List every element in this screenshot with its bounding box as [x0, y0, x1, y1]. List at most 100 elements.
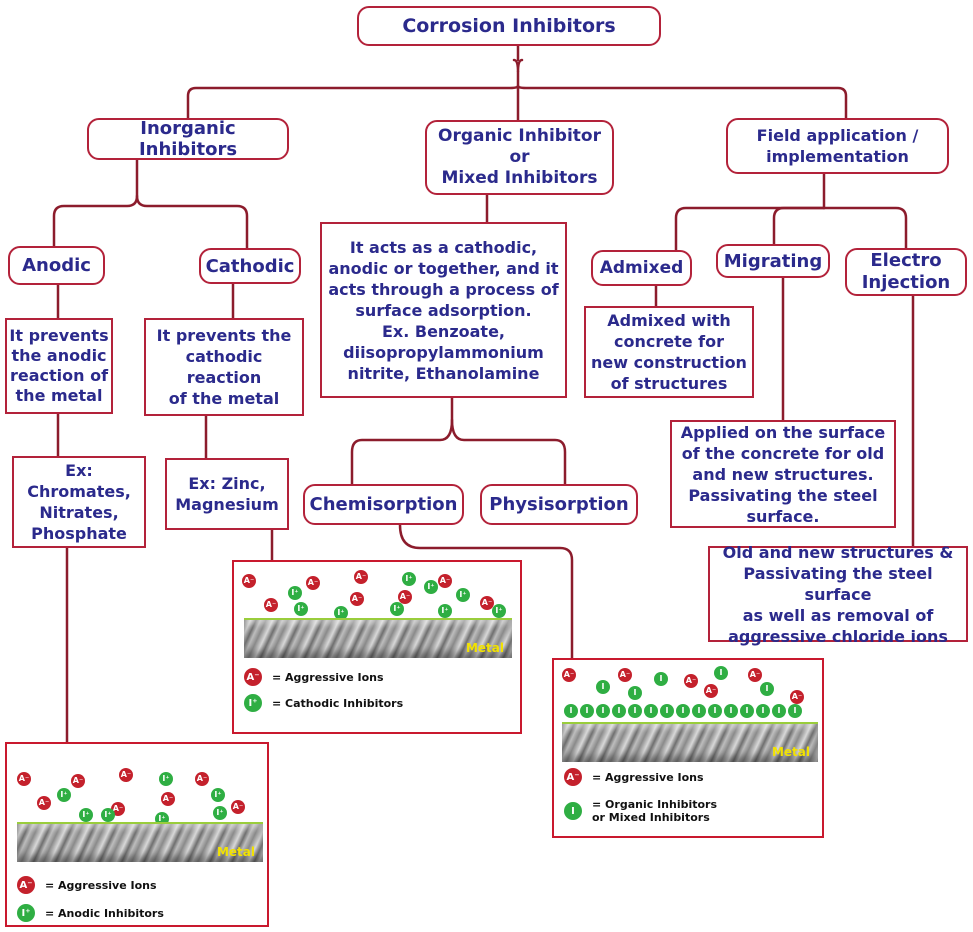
metal-bar: Metal	[244, 618, 512, 658]
legend-aggressive: A⁻ = Aggressive Ions	[17, 876, 157, 894]
inhibitor-ion: I⁺	[57, 788, 71, 802]
legend-inhibitor: I = Organic Inhibitors or Mixed Inhibito…	[564, 798, 717, 824]
aggressive-ion-icon: A⁻	[564, 768, 582, 786]
aggressive-ion: A⁻	[71, 774, 85, 788]
inhibitor-ion: I	[692, 704, 706, 718]
migrating-description-box: Applied on the surface of the concrete f…	[670, 420, 896, 528]
metal-bar: Metal	[562, 722, 818, 762]
aggressive-ion: A⁻	[17, 772, 31, 786]
aggressive-ion: A⁻	[354, 570, 368, 584]
inhibitor-ion: I⁺	[438, 604, 452, 618]
anodic-box: Anodic	[8, 246, 105, 285]
inhibitor-ion: I	[564, 704, 578, 718]
admixed-description-box: Admixed with concrete for new constructi…	[584, 306, 754, 398]
metal-label: Metal	[465, 641, 504, 655]
inhibitor-ion: I⁺	[334, 606, 348, 620]
inhibitor-ion: I	[708, 704, 722, 718]
inhibitor-ion: I	[772, 704, 786, 718]
aggressive-ion: A⁻	[264, 598, 278, 612]
inhibitor-ion: I⁺	[492, 604, 506, 618]
inhibitor-ion: I⁺	[390, 602, 404, 616]
inhibitor-ion: I	[740, 704, 754, 718]
inhibitor-ion: I	[760, 682, 774, 696]
cathodic-inhibitor-panel: A⁻I⁺A⁻A⁻I⁺A⁻A⁻I⁺I⁺A⁻I⁺A⁻I⁺I⁺A⁻I⁺I⁺ Metal…	[232, 560, 522, 734]
inhibitor-ion: I⁺	[402, 572, 416, 586]
inhibitor-ion-icon: I⁺	[244, 694, 262, 712]
organic-description-box: It acts as a cathodic, anodic or togethe…	[320, 222, 567, 398]
inhibitor-ion: I	[612, 704, 626, 718]
inhibitor-ion: I⁺	[79, 808, 93, 822]
aggressive-ion: A⁻	[618, 668, 632, 682]
aggressive-ion: A⁻	[37, 796, 51, 810]
metal-bar: Metal	[17, 822, 263, 862]
field-application-box: Field application / implementation	[726, 118, 949, 174]
legend-aggressive-label: = Aggressive Ions	[272, 670, 384, 684]
legend-aggressive-label: = Aggressive Ions	[592, 770, 704, 784]
legend-inhibitor: I⁺ = Cathodic Inhibitors	[244, 694, 403, 712]
inhibitor-ion: I	[654, 672, 668, 686]
aggressive-ion: A⁻	[398, 590, 412, 604]
inhibitor-ion: I	[596, 704, 610, 718]
metal-label: Metal	[216, 845, 255, 859]
admixed-box: Admixed	[591, 250, 692, 286]
inhibitor-ion: I	[714, 666, 728, 680]
legend-inhibitor-label: = Anodic Inhibitors	[45, 906, 164, 920]
aggressive-ion: A⁻	[231, 800, 245, 814]
electro-injection-description-box: Old and new structures & Passivating the…	[708, 543, 968, 646]
cathodic-box: Cathodic	[199, 248, 301, 284]
ion-layer: A⁻I⁺A⁻A⁻I⁺A⁻A⁻I⁺I⁺A⁻I⁺A⁻I⁺I⁺A⁻I⁺I⁺	[234, 562, 520, 732]
inhibitor-ion: I	[660, 704, 674, 718]
legend-inhibitor-label: = Cathodic Inhibitors	[272, 696, 404, 710]
inorganic-inhibitors-box: Inorganic Inhibitors	[87, 118, 289, 160]
legend-inhibitor-label: = Organic Inhibitors or Mixed Inhibitors	[592, 798, 718, 824]
aggressive-ion: A⁻	[350, 592, 364, 606]
aggressive-ion: A⁻	[790, 690, 804, 704]
legend-inhibitor: I⁺ = Anodic Inhibitors	[17, 904, 164, 922]
aggressive-ion: A⁻	[242, 574, 256, 588]
inhibitor-ion: I	[644, 704, 658, 718]
aggressive-ion: A⁻	[438, 574, 452, 588]
aggressive-ion: A⁻	[684, 674, 698, 688]
anodic-inhibitor-panel: A⁻A⁻I⁺A⁻A⁻A⁻I⁺I⁺I⁺A⁻A⁻I⁺I⁺A⁻I⁺ Metal A⁻ …	[5, 742, 269, 927]
legend-aggressive: A⁻ = Aggressive Ions	[244, 668, 384, 686]
inhibitor-ion: I⁺	[213, 806, 227, 820]
inhibitor-ion: I	[628, 704, 642, 718]
aggressive-ion: A⁻	[306, 576, 320, 590]
aggressive-ion: A⁻	[195, 772, 209, 786]
anodic-description-box: It prevents the anodic reaction of the m…	[5, 318, 113, 414]
aggressive-ion: A⁻	[119, 768, 133, 782]
metal-label: Metal	[771, 745, 810, 759]
inhibitor-ion: I⁺	[456, 588, 470, 602]
electro-injection-box: Electro Injection	[845, 248, 967, 296]
title-box: Corrosion Inhibitors	[357, 6, 661, 46]
aggressive-ion: A⁻	[480, 596, 494, 610]
aggressive-ion: A⁻	[704, 684, 718, 698]
anodic-example-box: Ex: Chromates, Nitrates, Phosphate	[12, 456, 146, 548]
inhibitor-ion-icon: I⁺	[17, 904, 35, 922]
inhibitor-ion: I⁺	[294, 602, 308, 616]
inhibitor-ion: I⁺	[159, 772, 173, 786]
inhibitor-ion: I⁺	[424, 580, 438, 594]
cathodic-example-box: Ex: Zinc, Magnesium	[165, 458, 289, 530]
inhibitor-ion: I	[628, 686, 642, 700]
inhibitor-ion: I⁺	[211, 788, 225, 802]
legend-aggressive-label: = Aggressive Ions	[45, 878, 157, 892]
ion-layer: A⁻A⁻I⁺A⁻A⁻A⁻I⁺I⁺I⁺A⁻A⁻I⁺I⁺A⁻I⁺	[7, 744, 267, 925]
inhibitor-ion-icon: I	[564, 802, 582, 820]
inhibitor-ion: I	[676, 704, 690, 718]
inhibitor-ion: I	[756, 704, 770, 718]
cathodic-description-box: It prevents the cathodic reaction of the…	[144, 318, 304, 416]
aggressive-ion: A⁻	[161, 792, 175, 806]
physisorption-box: Physisorption	[480, 484, 638, 525]
aggressive-ion: A⁻	[562, 668, 576, 682]
inhibitor-ion: I	[580, 704, 594, 718]
aggressive-ion-icon: A⁻	[17, 876, 35, 894]
aggressive-ion: A⁻	[748, 668, 762, 682]
inhibitor-ion: I	[596, 680, 610, 694]
chemisorption-box: Chemisorption	[303, 484, 464, 525]
inhibitor-ion: I	[724, 704, 738, 718]
inhibitor-ion: I⁺	[101, 808, 115, 822]
migrating-box: Migrating	[716, 244, 830, 278]
